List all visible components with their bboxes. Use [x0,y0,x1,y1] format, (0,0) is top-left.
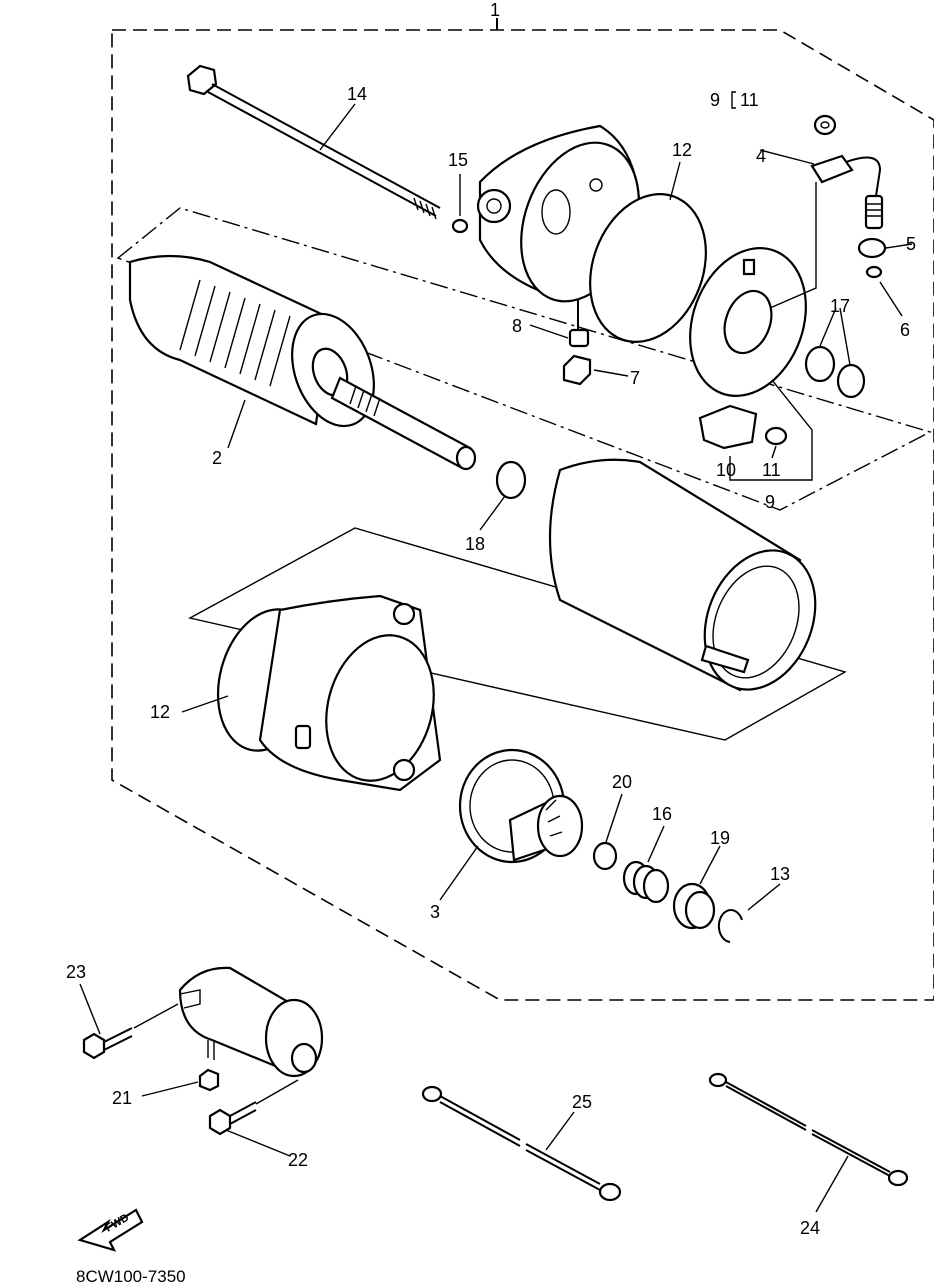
callout-1: 1 [490,0,500,20]
callout-8: 8 [512,316,522,336]
washer-18 [495,460,527,500]
callout-23: 23 [66,962,86,982]
through-bolt [186,64,441,220]
callout-9-top: 9 [710,90,720,110]
callout-7: 7 [630,368,640,388]
starter-cable [421,1085,622,1202]
fwd-arrow-icon: FWD [77,1208,144,1252]
callout-17: 17 [830,296,850,316]
spring-16 [622,860,670,904]
callout-11-bottom: 11 [762,460,781,480]
nut [857,237,887,259]
callout-24: 24 [800,1218,820,1238]
callout-11-top: 11 [740,90,759,110]
callout-3: 3 [430,902,440,922]
callout-16: 16 [652,804,672,824]
front-cover [216,594,442,792]
range-bracket-icon [731,91,736,109]
terminal-lead [810,154,884,230]
callout-22: 22 [288,1150,308,1170]
armature [128,254,477,471]
callout-9-bottom: 9 [765,492,775,512]
callout-2: 2 [212,448,222,468]
circlip-20 [592,841,618,871]
callout-18: 18 [465,534,485,554]
washer-17b [836,363,866,399]
nut-7 [562,354,592,386]
callout-21: 21 [112,1088,132,1108]
o-ring-upper [589,193,707,343]
callout-5: 5 [906,234,916,254]
o-ring-small [451,218,469,234]
starter-clutch [458,748,584,864]
callout-12-upper: 12 [672,140,692,160]
brush-holder [698,404,788,450]
subassembly-plane-upper [116,207,932,511]
callout-4: 4 [756,146,766,166]
callout-12-lower: 12 [150,702,170,722]
callout-25: 25 [572,1092,592,1112]
collar-19 [672,882,716,930]
diagram-code: 8CW100-7350 [76,1267,186,1286]
bolt-23 [82,1027,133,1060]
washer-small [865,265,883,279]
leader-lines [79,103,913,1213]
callout-15: 15 [448,150,468,170]
callout-10: 10 [716,460,736,480]
washer-17a [804,345,836,383]
nut-21 [198,1068,220,1092]
callout-14: 14 [347,84,367,104]
callout-20: 20 [612,772,632,792]
bolt-22 [208,1101,257,1136]
screw-upper [813,114,837,136]
callout-6: 6 [900,320,910,340]
circlip-13 [717,909,743,943]
callout-labels: 1 14 15 12 9 11 4 5 6 17 8 7 2 10 11 9 1… [66,0,916,1238]
brush-plate [689,247,807,397]
starter-motor-complete [178,966,324,1078]
assembly-boundary [111,29,934,1001]
lead-wire [708,1072,909,1187]
bolt-8 [568,300,590,348]
callout-19: 19 [710,828,730,848]
yoke-housing [548,458,817,692]
subassembly-plane-lower [188,527,847,741]
callout-13: 13 [770,864,790,884]
